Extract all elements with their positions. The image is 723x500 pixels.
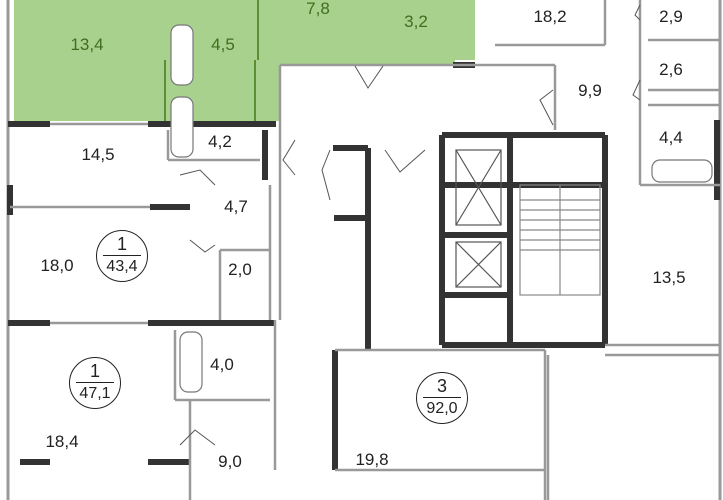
room-area-label: 9,9	[578, 81, 602, 100]
door-swings	[179, 4, 641, 446]
staircase	[519, 184, 601, 296]
room-area-label: 4,0	[210, 355, 234, 374]
room-area-label: 4,5	[211, 35, 235, 54]
badge-divider	[76, 382, 114, 383]
apartment-badge[interactable]: 1 47,1	[69, 357, 121, 409]
apartment-area: 92,0	[426, 400, 458, 417]
apartment-rooms: 1	[89, 361, 100, 381]
room-area-label: 14,5	[81, 145, 115, 164]
elevator-shafts	[455, 149, 502, 288]
room-area-label: 7,8	[306, 0, 330, 18]
apartment-area: 47,1	[79, 385, 111, 402]
apartment-badge[interactable]: 1 43,4	[96, 230, 148, 282]
room-area-label: 4,7	[224, 197, 248, 216]
room-area-label: 2,0	[228, 260, 252, 279]
room-area-label: 13,4	[70, 35, 104, 54]
badge-divider	[423, 397, 461, 398]
apartment-badge[interactable]: 3 92,0	[416, 372, 468, 424]
apartment-area: 43,4	[106, 258, 138, 275]
apartment-rooms: 3	[436, 376, 447, 396]
bathtubs	[170, 24, 713, 393]
room-area-label: 4,4	[659, 128, 683, 147]
highlighted-apartment-area	[14, 0, 475, 121]
room-area-label: 19,8	[355, 450, 389, 469]
room-area-label: 3,2	[404, 12, 428, 31]
room-area-label: 18,0	[40, 256, 74, 275]
room-area-label: 13,5	[652, 268, 686, 287]
apartment-rooms: 1	[116, 234, 127, 254]
room-area-label: 2,9	[659, 7, 683, 26]
badge-divider	[103, 255, 141, 256]
room-area-label: 2,6	[659, 60, 683, 79]
room-area-label: 18,4	[45, 432, 79, 451]
room-area-label: 4,2	[208, 132, 232, 151]
room-area-label: 9,0	[218, 452, 242, 471]
room-area-label: 18,2	[533, 7, 567, 26]
